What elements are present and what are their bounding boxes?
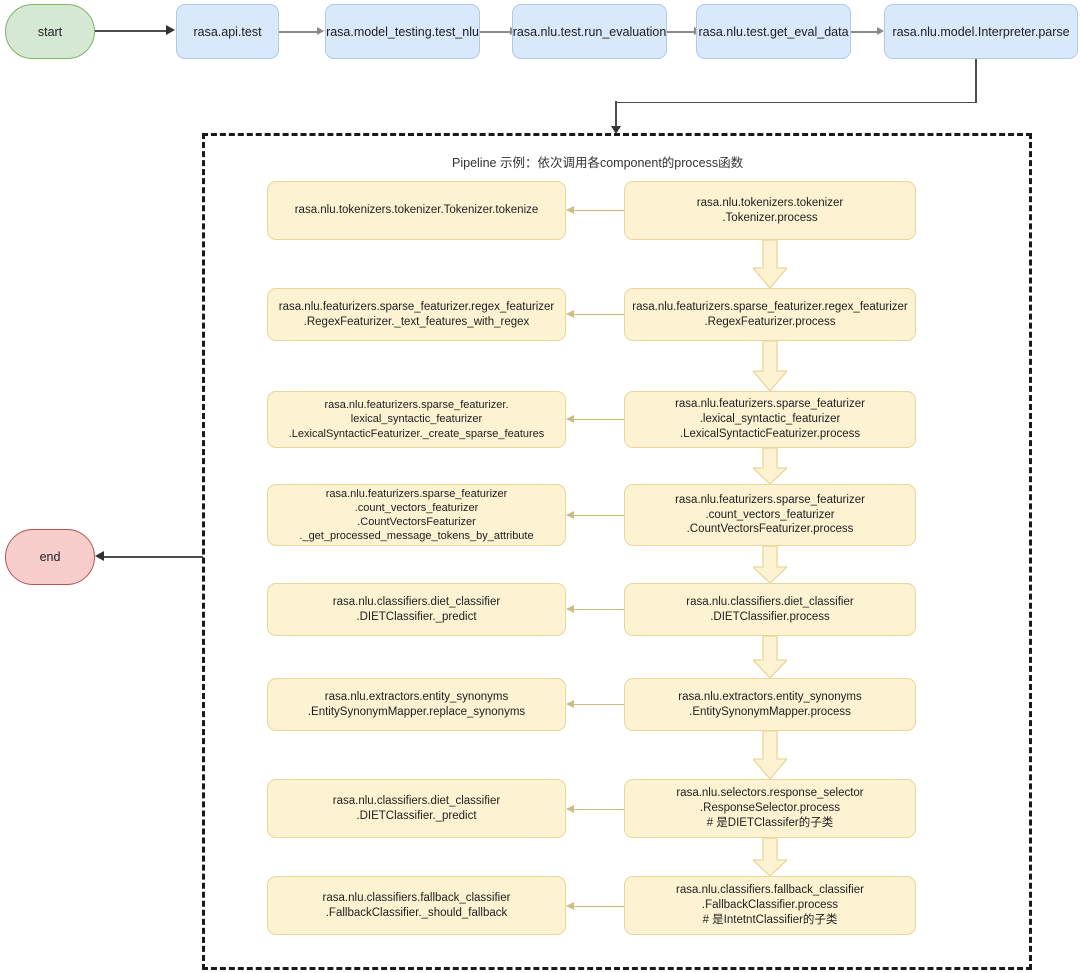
edge-2	[480, 31, 511, 33]
pipeline-process-3[interactable]: rasa.nlu.featurizers.sparse_featurizer .…	[624, 484, 916, 546]
node-end[interactable]: end	[5, 529, 95, 585]
edge-parse-down	[975, 59, 977, 103]
node-rasa-model-testing-test-nlu[interactable]: rasa.model_testing.test_nlu	[325, 4, 480, 59]
edge-arrow-1	[317, 26, 324, 35]
edge-tan-1	[574, 314, 624, 316]
edge-3	[667, 31, 695, 33]
pipeline-detail-1[interactable]: rasa.nlu.featurizers.sparse_featurizer.r…	[267, 288, 566, 341]
edge-tan-5	[574, 704, 624, 706]
pipeline-detail-7[interactable]: rasa.nlu.classifiers.fallback_classifier…	[267, 876, 566, 935]
edge-4	[851, 31, 878, 33]
edge-arrow-start	[166, 25, 175, 35]
pipeline-detail-4[interactable]: rasa.nlu.classifiers.diet_classifier .DI…	[267, 583, 566, 636]
pipeline-process-4[interactable]: rasa.nlu.classifiers.diet_classifier .DI…	[624, 583, 916, 636]
edge-arrow-tan-2	[566, 414, 574, 423]
edge-pipeline-to-end	[103, 556, 203, 558]
pipeline-detail-6[interactable]: rasa.nlu.classifiers.diet_classifier .DI…	[267, 779, 566, 838]
edge-tan-7	[574, 906, 624, 908]
pipeline-process-5[interactable]: rasa.nlu.extractors.entity_synonyms .Ent…	[624, 678, 916, 731]
node-rasa-api-test[interactable]: rasa.api.test	[176, 4, 279, 59]
block-arrow-0-1	[753, 240, 787, 288]
edge-parse-left	[615, 101, 976, 104]
edge-tan-6	[574, 809, 624, 811]
edge-arrow-tan-1	[566, 309, 574, 318]
edge-tan-0	[574, 210, 624, 212]
node-rasa-nlu-test-get-eval-data[interactable]: rasa.nlu.test.get_eval_data	[696, 4, 851, 59]
edge-arrow-tan-7	[566, 901, 574, 910]
pipeline-container	[202, 133, 1032, 970]
pipeline-process-0[interactable]: rasa.nlu.tokenizers.tokenizer .Tokenizer…	[624, 181, 916, 240]
pipeline-detail-0[interactable]: rasa.nlu.tokenizers.tokenizer.Tokenizer.…	[267, 181, 566, 240]
pipeline-title: Pipeline 示例：依次调用各component的process函数	[452, 156, 744, 170]
block-arrow-6-7	[753, 838, 787, 876]
pipeline-process-1[interactable]: rasa.nlu.featurizers.sparse_featurizer.r…	[624, 288, 916, 341]
block-arrow-5-6	[753, 731, 787, 779]
edge-1	[279, 31, 318, 33]
block-arrow-2-3	[753, 448, 787, 484]
edge-parse-into-pipeline	[615, 101, 617, 127]
edge-start-to-api-test	[95, 30, 167, 32]
pipeline-detail-3[interactable]: rasa.nlu.featurizers.sparse_featurizer .…	[267, 484, 566, 546]
pipeline-detail-5[interactable]: rasa.nlu.extractors.entity_synonyms .Ent…	[267, 678, 566, 731]
edge-arrow-tan-4	[566, 604, 574, 613]
edge-arrow-tan-6	[566, 804, 574, 813]
block-arrow-3-4	[753, 546, 787, 583]
pipeline-process-2[interactable]: rasa.nlu.featurizers.sparse_featurizer .…	[624, 391, 916, 448]
pipeline-process-7[interactable]: rasa.nlu.classifiers.fallback_classifier…	[624, 876, 916, 935]
edge-arrow-tan-3	[566, 510, 574, 519]
block-arrow-4-5	[753, 636, 787, 678]
node-start[interactable]: start	[5, 4, 95, 59]
block-arrow-1-2	[753, 341, 787, 391]
edge-tan-3	[574, 515, 624, 517]
node-rasa-nlu-test-run-evaluation[interactable]: rasa.nlu.test.run_evaluation	[512, 4, 667, 59]
edge-arrow-end	[95, 551, 104, 561]
edge-tan-2	[574, 419, 624, 421]
pipeline-process-6[interactable]: rasa.nlu.selectors.response_selector .Re…	[624, 779, 916, 838]
pipeline-detail-2[interactable]: rasa.nlu.featurizers.sparse_featurizer. …	[267, 391, 566, 448]
edge-arrow-4	[877, 26, 884, 35]
edge-arrow-tan-5	[566, 699, 574, 708]
edge-arrow-tan-0	[566, 205, 574, 214]
edge-tan-4	[574, 609, 624, 611]
node-rasa-nlu-model-interpreter-parse[interactable]: rasa.nlu.model.Interpreter.parse	[884, 4, 1078, 59]
edge-arrow-into-pipeline	[610, 126, 621, 134]
